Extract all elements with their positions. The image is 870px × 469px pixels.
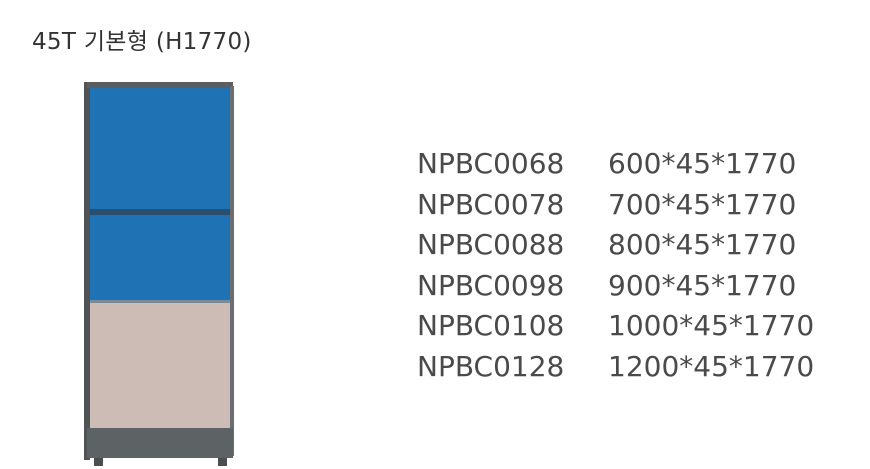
product-size: 600*45*1770 [608, 147, 797, 180]
product-code: NPBC0078 [417, 187, 565, 221]
panel-upper-fabric [90, 88, 230, 209]
panel-middle-fabric [90, 215, 230, 300]
panel-foot-right [218, 458, 227, 466]
product-size: 1000*45*1770 [608, 309, 815, 342]
panel-divider [90, 209, 230, 215]
product-code: NPBC0098 [417, 268, 565, 302]
product-code: NPBC0128 [417, 349, 565, 383]
product-size: 700*45*1770 [608, 187, 797, 221]
product-code: NPBC0088 [417, 228, 565, 261]
page-title: 45T 기본형 (H1770) [32, 29, 252, 55]
panel-lower-divider [90, 300, 230, 303]
panel-lower-fabric [90, 303, 230, 428]
product-size: 1200*45*1770 [608, 349, 815, 383]
panel-base [87, 428, 233, 458]
product-size: 800*45*1770 [608, 228, 797, 261]
partition-panel-image [84, 82, 236, 468]
panel-left-post [84, 82, 90, 460]
product-code: NPBC0108 [417, 309, 565, 342]
panel-foot-left [94, 458, 103, 466]
panel-top-rail [87, 82, 233, 88]
product-size: 900*45*1770 [608, 268, 797, 302]
panel-right-frame [230, 86, 234, 456]
product-code: NPBC0068 [417, 147, 565, 180]
